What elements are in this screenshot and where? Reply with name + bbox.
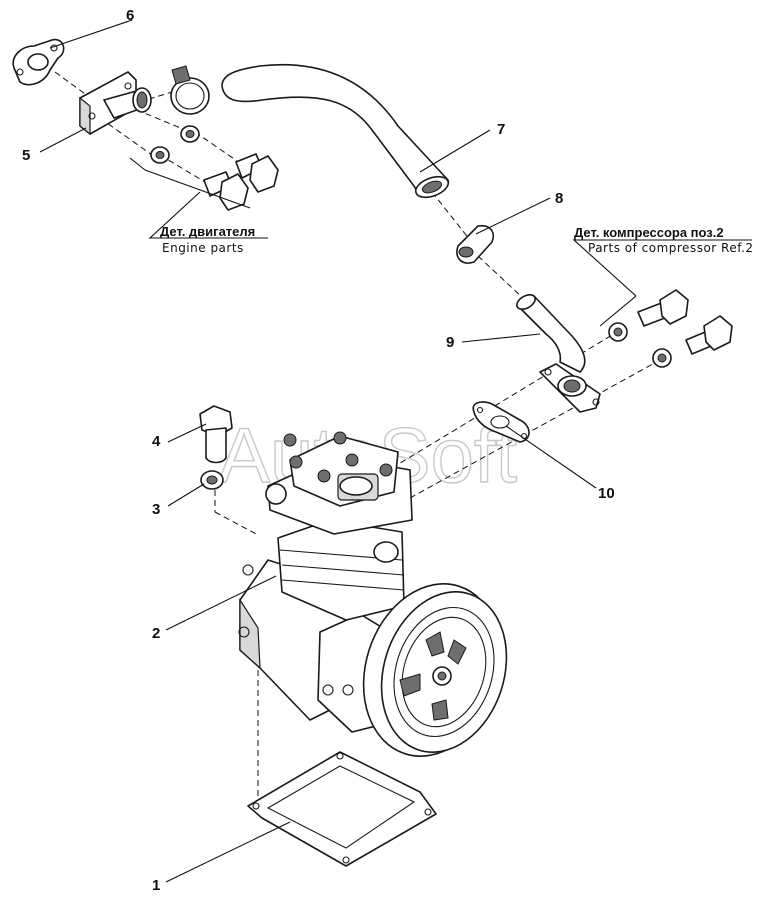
callout-numbers: 6 5 7 8 9 4 3 10 2 1 (22, 7, 615, 894)
compressor-parts-bracket (572, 239, 752, 327)
hose-clamp (170, 65, 210, 115)
compressor-pulley (362, 583, 508, 757)
part-9-elbow-tube (516, 293, 601, 413)
leader-lines (39, 19, 597, 883)
callout-4: 4 (152, 433, 161, 450)
callout-6: 6 (126, 7, 134, 24)
caption-engine-parts-ru: Дет. двигателя (160, 224, 255, 239)
callout-10: 10 (598, 485, 615, 502)
part-6-gasket (12, 38, 65, 86)
compressor-fasteners (608, 289, 733, 368)
callout-9: 9 (446, 334, 454, 351)
part-8-sleeve (456, 224, 494, 264)
part-3-washer (200, 470, 224, 490)
part-7-hose (221, 64, 450, 199)
engine-parts-bracket (129, 157, 268, 239)
part-5-flange-pipe (79, 71, 152, 136)
callout-1: 1 (152, 877, 160, 894)
callout-7: 7 (497, 121, 505, 138)
callout-5: 5 (22, 147, 30, 164)
part-1-base-gasket (247, 751, 437, 867)
part-2-compressor (238, 431, 413, 733)
callout-3: 3 (152, 501, 160, 518)
part-4-bolt (199, 405, 233, 464)
caption-engine-parts-en: Engine parts (162, 241, 244, 255)
caption-compressor-parts-en: Parts of compressor Ref.2 (588, 241, 754, 255)
engine-fasteners (150, 125, 279, 211)
callout-2: 2 (152, 625, 160, 642)
caption-compressor-parts-ru: Дет. компрессора поз.2 (574, 225, 724, 240)
callout-8: 8 (555, 190, 563, 207)
